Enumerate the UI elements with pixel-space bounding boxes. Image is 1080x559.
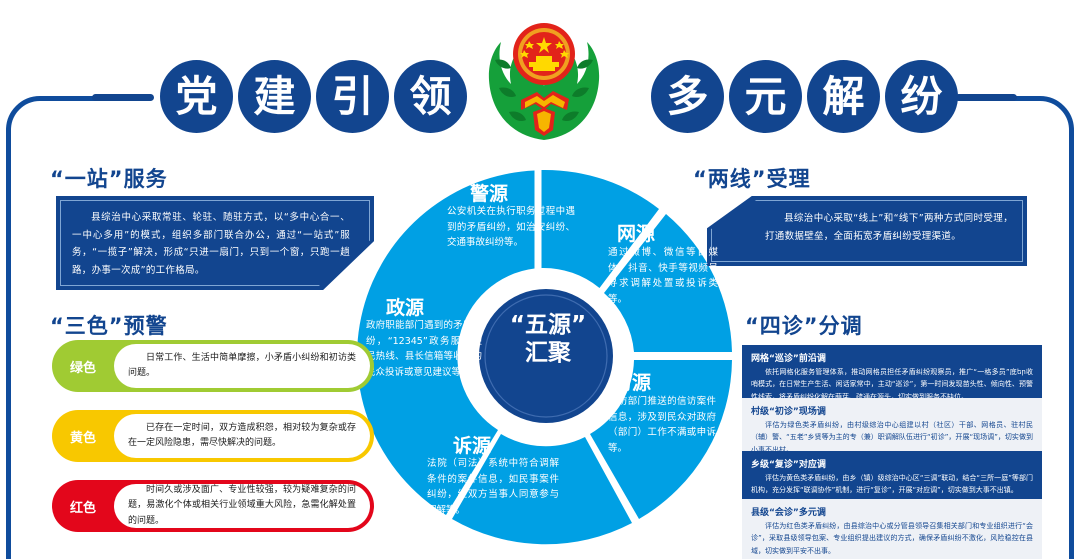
sizhen-item-0-title: 网格“巡诊”前沿调	[751, 354, 826, 364]
wheel-segment-fangyuan[interactable]	[590, 360, 732, 519]
segment-title-jingyuan: 警源	[470, 183, 509, 205]
warning-body-red: 时间久或涉及面广、专业性较强，较为疑难复杂的问题，易激化个体或相关行业领域重大风…	[114, 484, 370, 528]
title-badge-1: 建	[238, 60, 311, 133]
panel-liangxian-acceptance: 县综治中心采取“线上”和“线下”两种方式同时受理，打通数据壁垒，全面拓宽矛盾纠纷…	[707, 196, 1027, 266]
warning-bar-yellow: 黄色 已存在一定时间，双方造成积怨，相对较为复杂或存在一定风险隐患，需尽快解决的…	[52, 410, 374, 462]
panel-yizhan-service: 县综治中心采取常驻、轮驻、随驻方式，以“多中心合一、一中心多用”的模式，组织多部…	[56, 196, 374, 290]
segment-title-wangyuan: 网源	[617, 223, 656, 245]
wheel-segment-suyuan[interactable]	[452, 434, 632, 545]
sizhen-item-0-desc: 依托网格化服务管理体系，推动网格员担任矛盾纠纷观察员，推广“一格多员”底եր收哨…	[751, 368, 1033, 401]
panel-liangxian-text: 县综治中心采取“线上”和“线下”两种方式同时受理，打通数据壁垒，全面拓宽矛盾纠纷…	[765, 213, 1013, 242]
sizhen-item-1-title: 村级“初诊”现场调	[751, 407, 826, 417]
warning-label-green: 绿色	[69, 360, 96, 376]
wheel-segment-zhengyuan[interactable]	[357, 170, 535, 516]
title-badge-5: 元	[729, 60, 802, 133]
warning-label-red: 红色	[69, 500, 96, 516]
title-badge-0: 党	[160, 60, 233, 133]
sizhen-item-2: 乡级“复诊”对应调 评估为黄色类矛盾纠纷，由乡（镇）级综治中心区“三调”联动，结…	[742, 451, 1042, 504]
title-left-group: 党 建 引 领	[160, 60, 467, 133]
segment-desc-wangyuan: 通过微博、微信等自媒体，抖音、快手等视频号寻求调解处置或投诉类等。	[608, 247, 718, 306]
sizhen-item-3: 县级“会诊”多元调 评估为红色类矛盾纠纷，由县综治中心或分管县领导召集相关部门和…	[742, 499, 1042, 559]
title-badge-7: 纷	[885, 60, 958, 133]
sizhen-item-1-desc: 评估为绿色类矛盾纠纷，由村级综治中心组建以村（社区）干部、网格员、驻村民（辅）警…	[751, 421, 1033, 454]
warning-text-green: 日常工作、生活中简单摩擦，小矛盾小纠纷和初访类问题。	[128, 352, 356, 378]
section-heading-sizhen: “四诊”分调	[745, 314, 863, 338]
title-rule-right	[955, 94, 1017, 101]
title-right-group: 多 元 解 纷	[651, 60, 958, 133]
wheel-hub	[479, 289, 613, 423]
wheel-hub-inner-ring	[484, 294, 608, 418]
sizhen-item-2-title: 乡级“复诊”对应调	[751, 460, 826, 470]
segment-desc-jingyuan: 公安机关在执行职务过程中遇到的矛盾纠纷，如治安纠纷、交通事故纠纷等。	[447, 206, 575, 249]
section-heading-liangxian: “两线”受理	[693, 167, 811, 191]
warning-label-yellow: 黄色	[69, 430, 96, 446]
title-badge-4: 多	[651, 60, 724, 133]
warning-text-red: 时间久或涉及面广、专业性较强，较为疑难复杂的问题，易激化个体或相关行业领域重大风…	[128, 485, 356, 526]
warning-bar-green: 绿色 日常工作、生活中简单摩擦，小矛盾小纠纷和初访类问题。	[52, 340, 374, 392]
section-heading-yizhan: “一站”服务	[50, 167, 168, 191]
five-sources-wheel-diagram	[357, 169, 732, 545]
title-rule-left	[92, 94, 154, 101]
panel-yizhan-text: 县综治中心采取常驻、轮驻、随驻方式，以“多中心合一、一中心多用”的模式，组织多部…	[72, 212, 350, 276]
title-badge-2: 引	[316, 60, 389, 133]
warning-body-green: 日常工作、生活中简单摩擦，小矛盾小纠纷和初访类问题。	[114, 344, 370, 388]
segment-desc-zhengyuan: 政府职能部门遇到的矛盾纠纷，“12345”政务服务便民热线、县长信箱等收到的民众…	[366, 320, 482, 379]
segment-title-fangyuan: 访源	[613, 372, 652, 394]
warning-text-yellow: 已存在一定时间，双方造成积怨，相对较为复杂或存在一定风险隐患，需尽快解决的问题。	[128, 422, 356, 448]
title-badge-6: 解	[807, 60, 880, 133]
warning-bar-red: 红色 时间久或涉及面广、专业性较强，较为疑难复杂的问题，易激化个体或相关行业领域…	[52, 480, 374, 532]
warning-body-yellow: 已存在一定时间，双方造成积怨，相对较为复杂或存在一定风险隐患，需尽快解决的问题。	[114, 414, 370, 458]
segment-desc-fangyuan: 信访部门推送的信访案件信息，涉及到民众对政府（部门）工作不满或申诉等。	[608, 396, 716, 455]
sizhen-item-3-desc: 评估为红色类矛盾纠纷，由县综治中心或分管县领导召集相关部门和专业组织进行“会诊”…	[751, 522, 1033, 555]
sizhen-item-2-desc: 评估为黄色类矛盾纠纷，由乡（镇）级综治中心区“三调”联动，结合“三所一庭”等部门…	[751, 474, 1033, 495]
wheel-segment-wangyuan[interactable]	[604, 214, 732, 352]
segment-title-suyuan: 诉源	[453, 435, 492, 457]
section-heading-sanse: “三色”预警	[50, 314, 168, 338]
segment-title-zhengyuan: 政源	[386, 297, 425, 319]
sizhen-item-3-title: 县级“会诊”多元调	[751, 508, 826, 518]
segment-desc-suyuan: 法院（司法）系统中符合调解条件的案件信息，如民事案件纠纷，经双方当事人同意参与调…	[427, 458, 559, 517]
title-badge-3: 领	[394, 60, 467, 133]
panel-liangxian-inner-border	[711, 200, 1023, 262]
wheel-segment-jingyuan[interactable]	[541, 169, 660, 288]
national-emblem-icon	[488, 23, 600, 140]
